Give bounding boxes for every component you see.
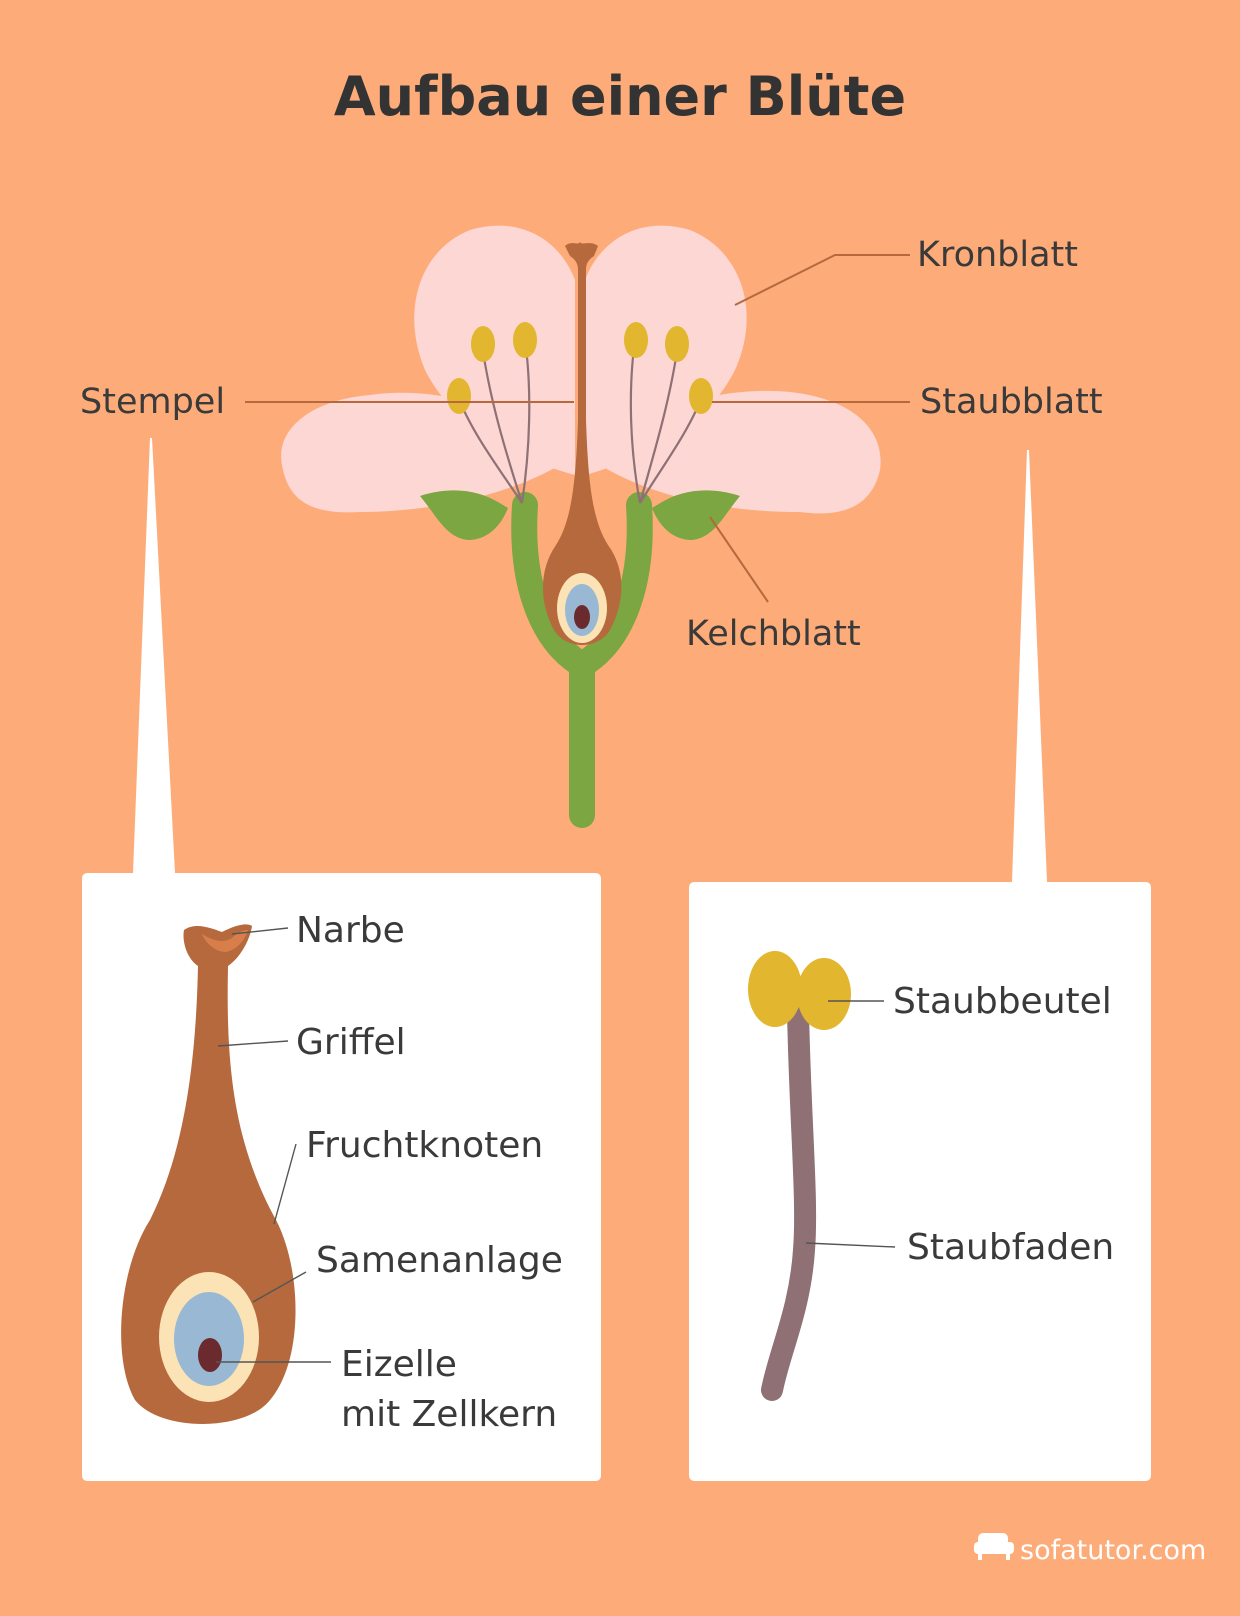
label-eizelle-line2: mit Zellkern xyxy=(341,1394,557,1435)
label-staubfaden: Staubfaden xyxy=(907,1227,1114,1268)
detail-egg-nucleus xyxy=(198,1338,222,1372)
pistil-detail-shape xyxy=(121,924,296,1424)
label-samenanlage: Samenanlage xyxy=(316,1240,563,1281)
flower-leader-lines xyxy=(245,254,910,603)
logo-text: sofatutor.com xyxy=(1020,1535,1206,1566)
filament-detail xyxy=(761,999,817,1401)
sofa-icon xyxy=(974,1533,1014,1560)
pistil-detail xyxy=(121,924,296,1424)
stigma-notch xyxy=(202,930,248,952)
brand-logo: sofatutor.com xyxy=(974,1533,1206,1566)
pistil xyxy=(542,242,622,645)
sepal-left xyxy=(420,490,508,540)
label-staubblatt: Staubblatt xyxy=(920,382,1103,422)
petal-upper-left xyxy=(414,225,575,475)
label-narbe: Narbe xyxy=(296,910,405,951)
flower-illustration xyxy=(281,225,881,828)
label-stempel: Stempel xyxy=(80,382,225,422)
egg-nucleus xyxy=(574,605,590,629)
label-eizelle-line1: Eizelle xyxy=(341,1344,457,1385)
label-griffel: Griffel xyxy=(296,1022,406,1063)
anther-right-lobe xyxy=(797,958,851,1030)
stamen-leader-lines xyxy=(805,1000,896,1248)
sepal-right xyxy=(652,490,740,540)
label-kelchblatt: Kelchblatt xyxy=(686,614,861,654)
anthers xyxy=(447,322,713,414)
pistil-leader-lines xyxy=(216,927,331,1363)
label-staubbeutel: Staubbeutel xyxy=(893,981,1112,1022)
stamen-detail xyxy=(748,951,851,1401)
anther-left-lobe xyxy=(748,951,802,1027)
label-fruchtknoten: Fruchtknoten xyxy=(306,1125,543,1166)
label-kronblatt: Kronblatt xyxy=(917,235,1078,275)
page-title: Aufbau einer Blüte xyxy=(334,65,906,128)
